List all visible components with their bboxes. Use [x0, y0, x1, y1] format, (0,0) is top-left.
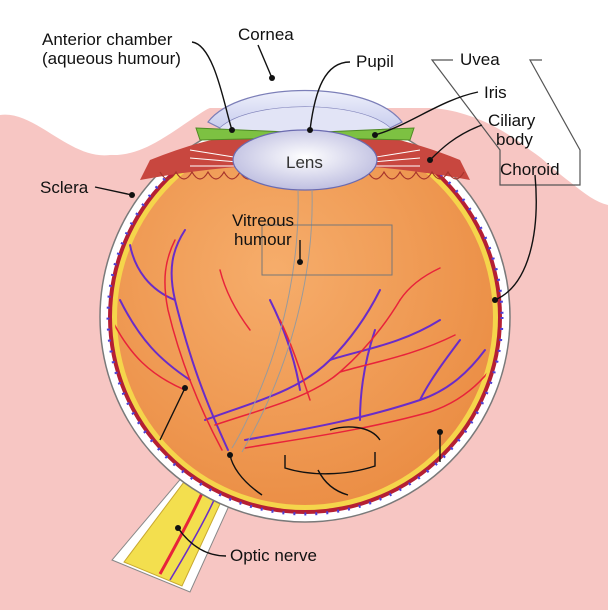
leader-lines: [94, 41, 537, 557]
uvea-bracket: [430, 59, 581, 186]
lens: [232, 129, 378, 191]
label-iris: Iris: [484, 83, 507, 102]
skin-upper-contour: [0, 0, 215, 156]
label-ciliary-2: body: [496, 130, 533, 149]
hyaloid-canal: [231, 189, 299, 449]
label-choroid: Choroid: [500, 160, 560, 179]
vitreous-box: [261, 224, 393, 276]
label-vitreous-1: Vitreous: [232, 211, 294, 230]
label-pupil: Pupil: [356, 52, 394, 71]
label-vitreous-2: humour: [234, 230, 292, 249]
skin-right-contour: [430, 0, 608, 200]
zonule-fibers: [189, 149, 421, 167]
retinal-vessels: [115, 229, 491, 451]
label-cornea: Cornea: [238, 25, 294, 44]
choroid-dots: [106, 118, 504, 516]
macula-region-2: [329, 426, 381, 441]
label-sclera: Sclera: [40, 178, 89, 197]
label-uvea: Uvea: [460, 50, 500, 69]
hyaloid-canal-2: [241, 189, 313, 453]
label-anterior-chamber-1: Anterior chamber: [42, 30, 173, 49]
macula-region: [284, 452, 376, 475]
label-lens: Lens: [286, 153, 323, 172]
cornea: [207, 89, 403, 129]
anterior-chamber: [220, 107, 390, 132]
label-ciliary-1: Ciliary: [488, 111, 536, 130]
label-anterior-chamber-2: (aqueous humour): [42, 49, 181, 68]
label-optic-nerve: Optic nerve: [230, 546, 317, 565]
